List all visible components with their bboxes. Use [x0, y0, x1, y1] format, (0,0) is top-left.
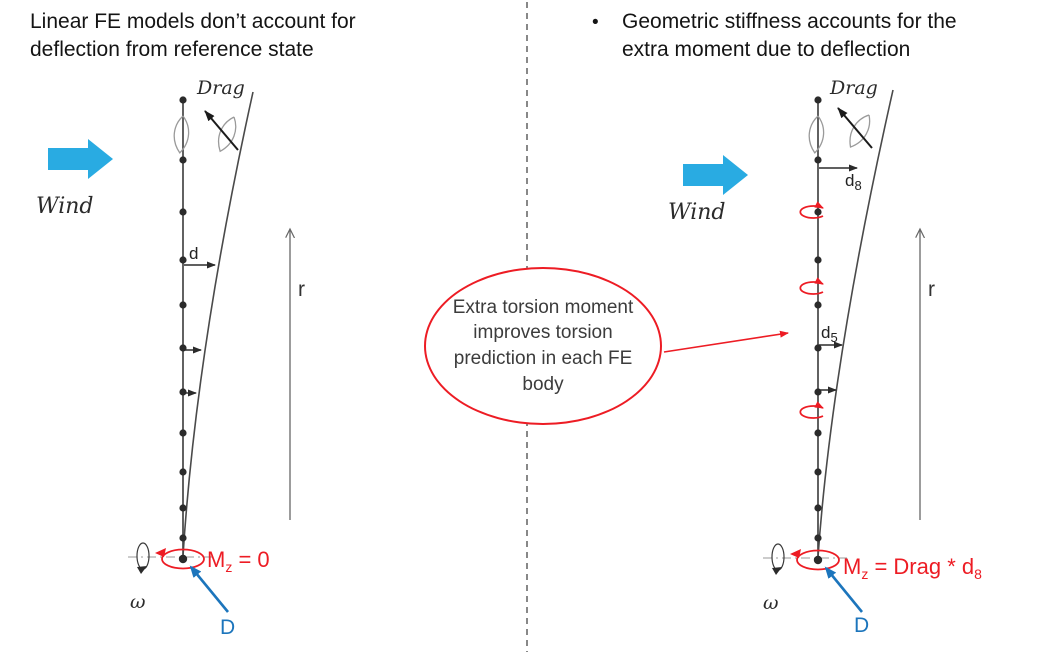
root-node-right	[813, 555, 823, 565]
deflected-blade-left	[182, 91, 254, 557]
wind-arrow-right	[683, 155, 748, 195]
torsion-ellipse-right	[796, 549, 840, 571]
airfoil-reference-left	[172, 114, 191, 155]
wind-arrow-left	[48, 139, 113, 179]
d8-label: d8	[845, 171, 862, 193]
r-label-left: r	[298, 278, 305, 301]
rotation-loop-arrowhead-left	[137, 566, 147, 574]
drag-label-right: Drag	[829, 77, 878, 99]
bullet-marker: •	[592, 12, 599, 33]
d-point-arrow-right	[824, 566, 864, 613]
moment-label-left: Mz = 0	[207, 547, 270, 575]
d-label-left: d	[189, 244, 198, 263]
left-diagram: Wind Drag d	[36, 77, 305, 639]
right-heading-text: Geometric stiffness accounts for the ext…	[622, 10, 957, 61]
fe-nodes-right	[814, 96, 822, 542]
moment-label-right: Mz = Drag * d8	[843, 554, 982, 582]
right-diagram: Wind Drag d8	[668, 77, 982, 637]
deflected-blade-right	[817, 89, 894, 558]
wind-label-right: Wind	[668, 200, 726, 225]
d-point-label-left: D	[220, 616, 235, 639]
torsion-curl	[799, 201, 824, 219]
torsion-curl	[799, 401, 824, 419]
callout-text: Extra torsion moment improves torsion pr…	[452, 296, 634, 395]
drag-label-left: Drag	[196, 77, 245, 99]
torsion-ellipse-left	[161, 548, 205, 570]
torsion-ellipse-arrowhead-left	[155, 548, 166, 557]
airfoil-deflected-right	[843, 110, 876, 152]
rotation-loop-arrowhead-right	[772, 567, 782, 575]
r-label-right: r	[928, 278, 935, 301]
rotation-loop-left	[136, 542, 150, 570]
rotation-loop-right	[771, 543, 785, 571]
omega-label-left: ω	[130, 591, 146, 613]
left-heading: Linear FE models don’t account for defle…	[30, 10, 356, 61]
d-point-label-right: D	[854, 614, 869, 637]
d-point-arrow-left	[189, 565, 230, 613]
callout-ellipse: Extra torsion moment improves torsion pr…	[424, 267, 662, 425]
callout-arrow	[663, 330, 789, 353]
drag-vector-left	[204, 110, 239, 151]
fe-nodes-left	[179, 96, 187, 542]
torsion-curl	[799, 277, 824, 295]
right-heading: • Geometric stiffness accounts for the e…	[592, 8, 1012, 63]
torsion-ellipse-arrowhead-right	[790, 549, 801, 558]
d5-label: d5	[821, 323, 838, 345]
root-node-left	[178, 554, 188, 564]
wind-label-left: Wind	[36, 194, 94, 219]
omega-label-right: ω	[763, 592, 779, 614]
airfoil-reference-right	[807, 114, 826, 155]
drag-vector-right	[837, 107, 873, 149]
